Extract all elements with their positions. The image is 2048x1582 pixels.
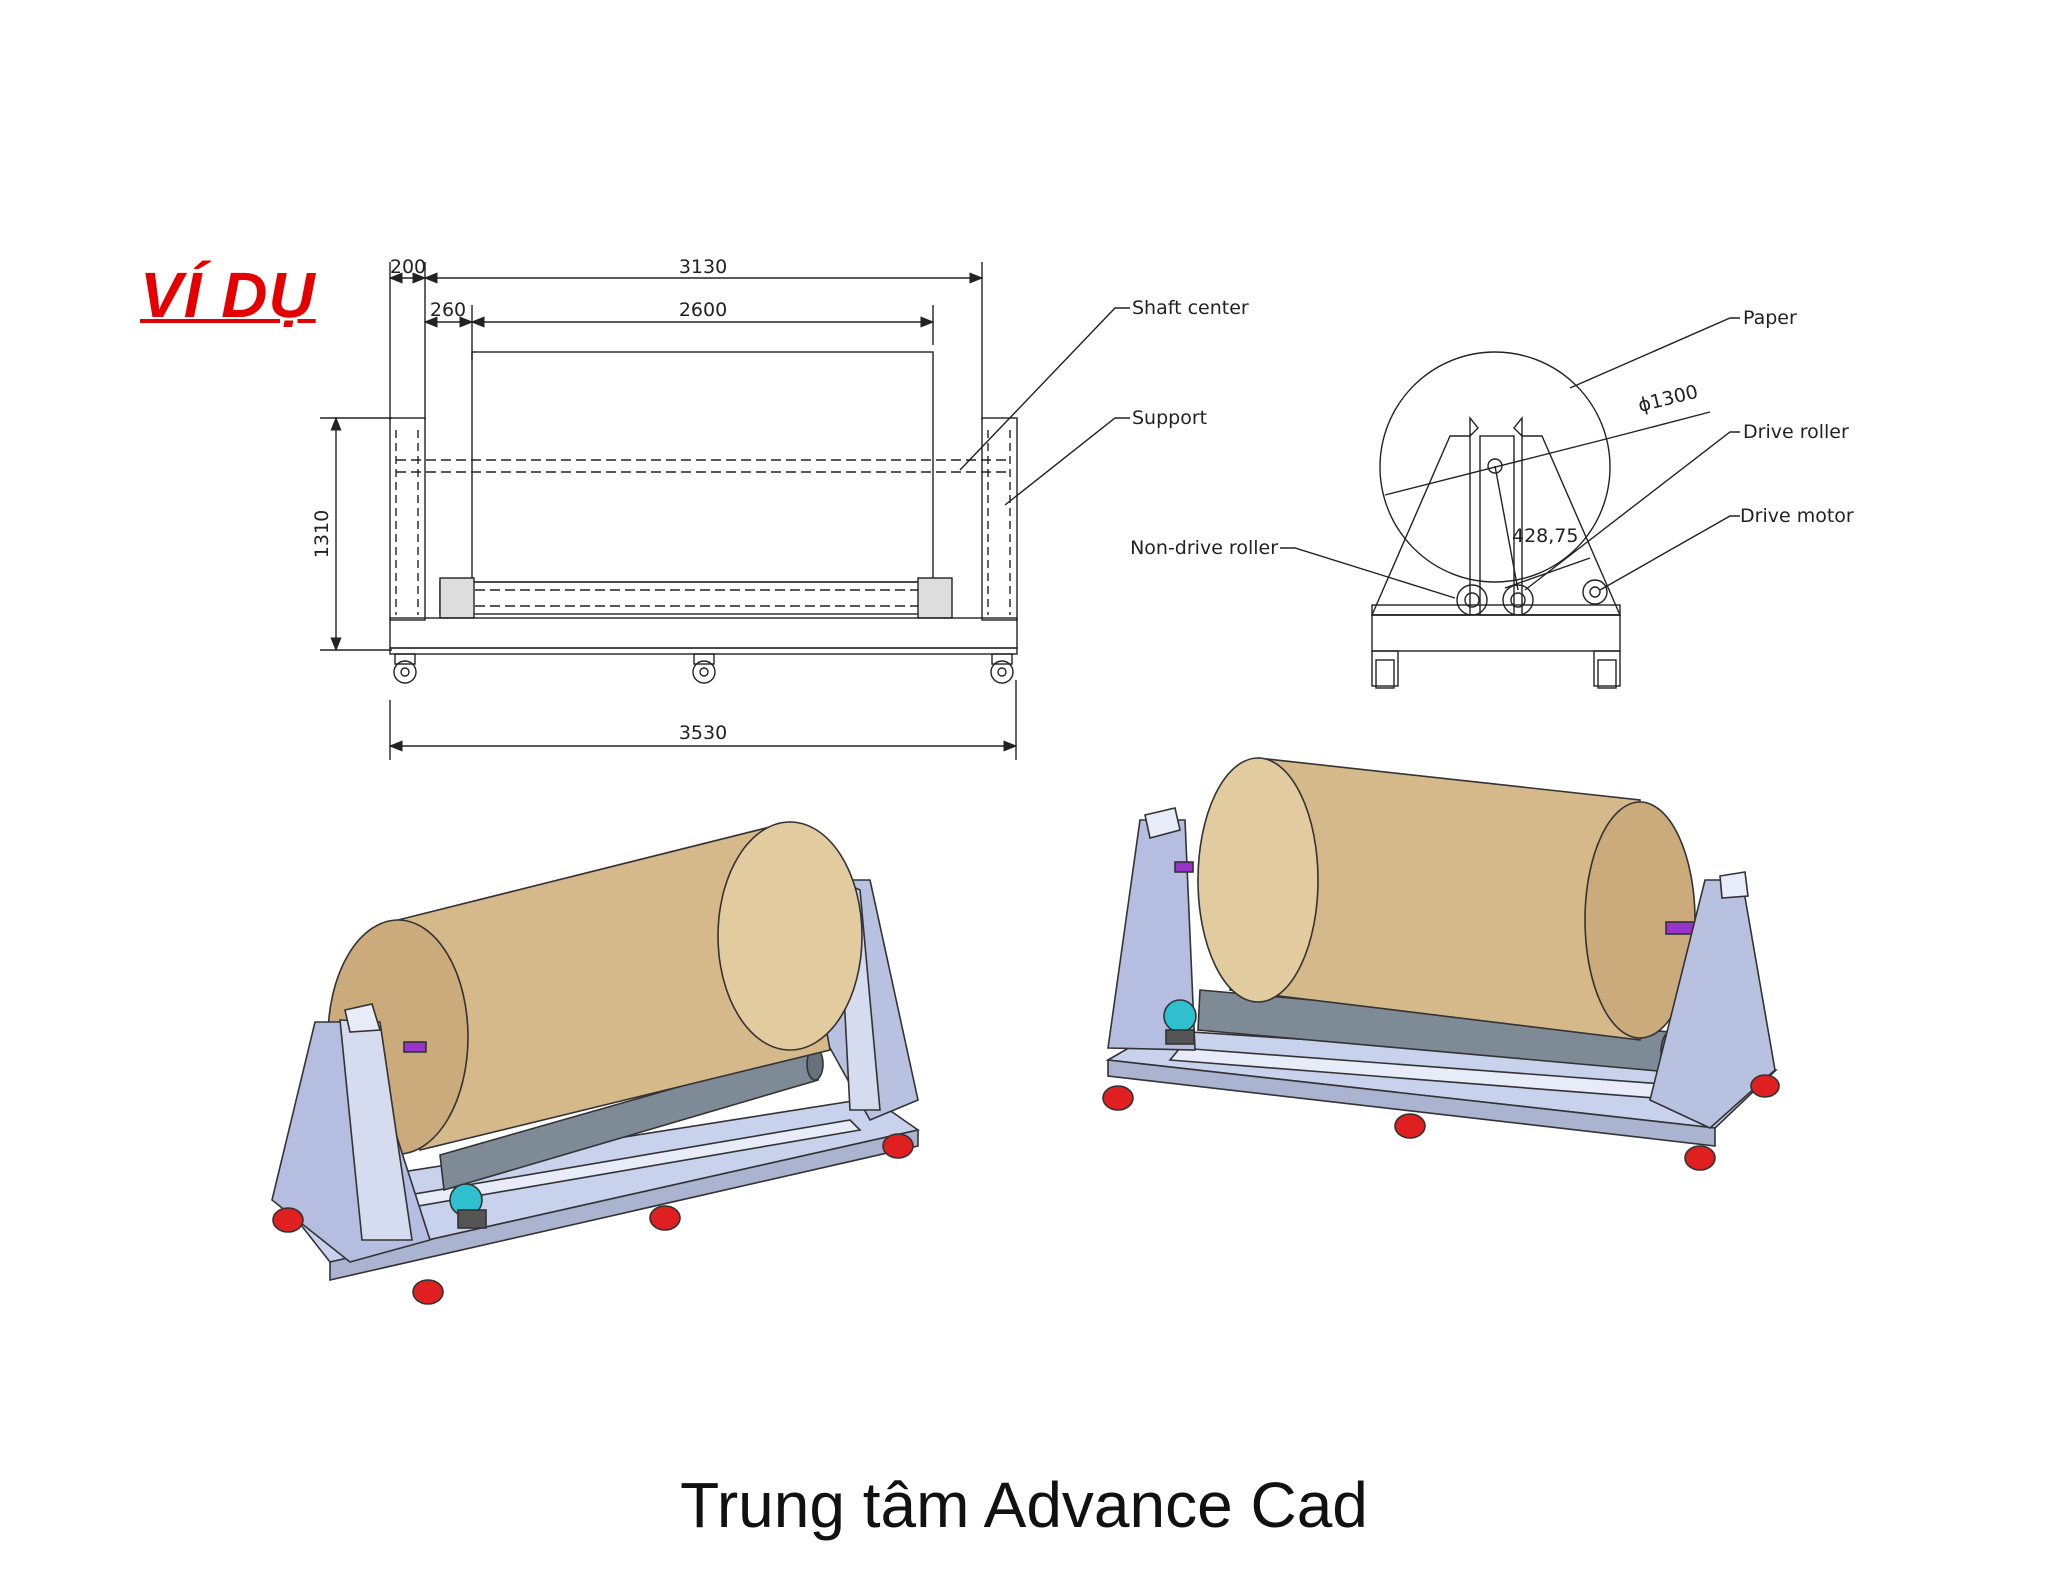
dim-2600: 2600 xyxy=(679,299,727,321)
label-support: Support xyxy=(1132,407,1207,429)
label-shaft-center: Shaft center xyxy=(1132,297,1249,319)
dim-3530: 3530 xyxy=(679,722,727,744)
dim-roller-spacing: 428,75 xyxy=(1512,525,1578,547)
dim-260: 260 xyxy=(430,299,466,321)
slide-heading: VÍ DỤ xyxy=(140,259,316,331)
dim-200: 200 xyxy=(390,256,426,278)
label-drive-motor: Drive motor xyxy=(1740,505,1854,527)
dim-1310: 1310 xyxy=(311,510,333,558)
dim-3130: 3130 xyxy=(679,256,727,278)
slide-caption: Trung tâm Advance Cad xyxy=(680,1469,1368,1541)
label-drive-roller: Drive roller xyxy=(1743,421,1849,443)
label-paper: Paper xyxy=(1743,307,1797,329)
label-non-drive-roller: Non-drive roller xyxy=(1130,537,1278,559)
